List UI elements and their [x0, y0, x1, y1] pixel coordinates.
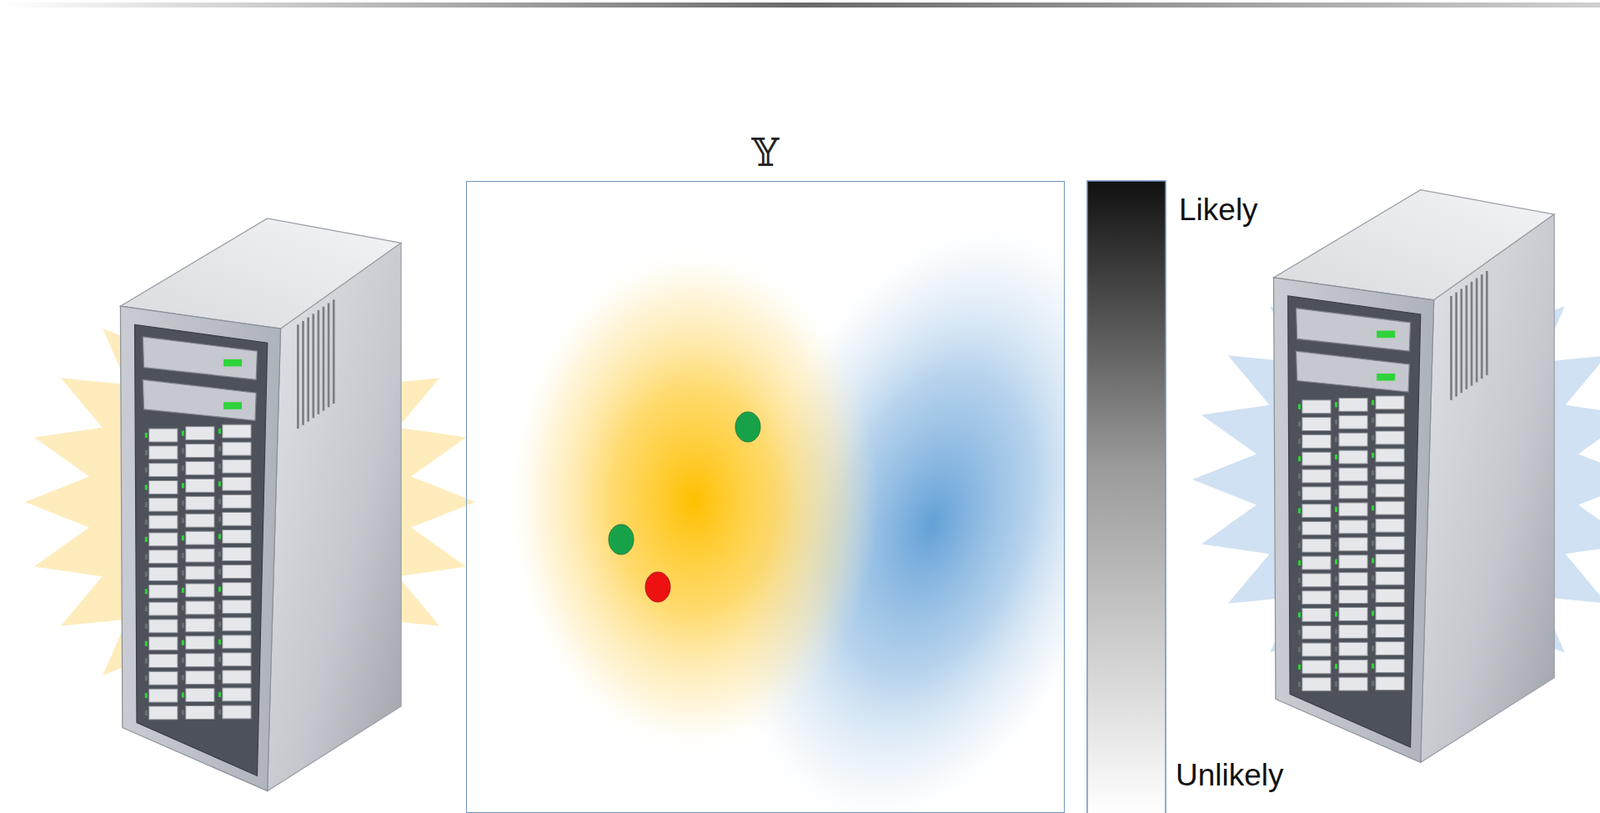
sample-dot	[735, 411, 761, 442]
sample-dot	[645, 571, 671, 602]
scale-label: Unlikely	[1175, 757, 1285, 793]
density-plot	[508, 181, 1064, 813]
yellow-distribution	[508, 248, 879, 753]
scale-label: Likely	[1178, 192, 1259, 228]
likelihood-bar	[1087, 180, 1166, 813]
top-rule	[0, 2, 1600, 8]
sample-dot	[608, 524, 634, 555]
plot-frame: 𝕐	[466, 180, 1065, 813]
axis-title: 𝕐	[466, 130, 1064, 176]
